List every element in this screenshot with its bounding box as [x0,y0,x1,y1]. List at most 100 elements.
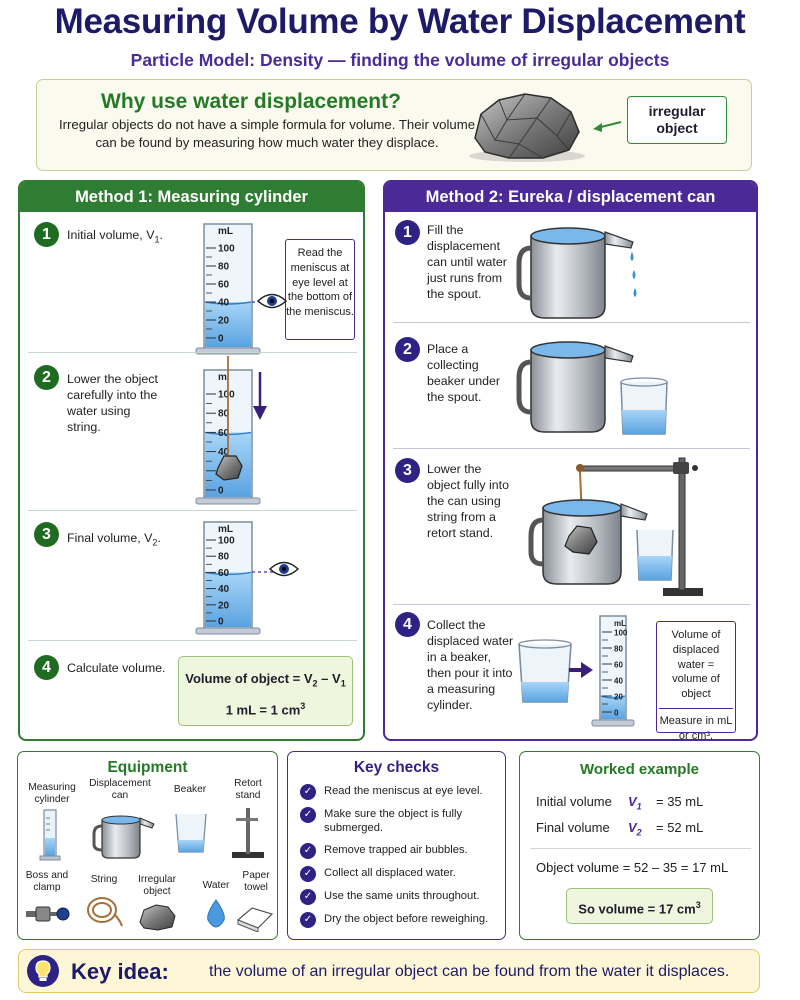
key-idea-banner: Key idea: the volume of an irregular obj… [18,949,760,993]
cylinder-base [195,627,261,635]
m2-step4-text: Collect the displaced water in a beaker,… [427,618,514,712]
displaced-volume-note: Volume of displaced water = volume of ob… [656,621,736,739]
tick-label: 40 [218,298,230,309]
equipment-label: Retort stand [234,778,262,801]
tick-label: 0 [218,486,224,497]
tick-label: 80 [614,645,623,654]
page-title: Measuring Volume by Water Displacement [54,2,746,41]
note-units-text: Measure in mL or cm³. [659,707,733,739]
volume-equation: Volume of object = V2 – V1 [185,671,346,689]
tick-label: 20 [218,600,230,611]
why-title: Why use water displacement? [101,90,401,113]
method1-title: Method 1: Measuring cylinder [20,182,363,212]
step-number: 4 [34,655,59,680]
key-idea-text: the volume of an irregular object can be… [209,963,730,980]
initial-volume-row: Initial volume V1 = 35 mL [536,794,704,812]
step-number: 3 [34,522,59,547]
measuring-cylinder-icon [39,809,61,861]
can-with-beaker-icon [516,341,668,435]
arrow-right-icon [569,662,593,678]
retort-stand-setup-icon [528,457,703,596]
tick-label: 60 [218,280,230,291]
worked-example-section: Worked example Initial volume V1 = 35 mL… [519,751,760,940]
check-icon: ✓ [300,889,316,905]
meniscus-note: Read the meniscus at eye level at the bo… [285,239,355,340]
beaker-icon [175,813,207,853]
water-fill [601,696,625,719]
object-volume-calc: Object volume = 52 – 35 = 17 mL [536,860,729,875]
key-checks-title: Key checks [353,759,440,776]
check-icon: ✓ [300,912,316,928]
final-value: = 52 mL [656,820,704,835]
tick-label: 0 [614,709,619,718]
step-number: 4 [395,612,420,637]
equipment-label: Paper towel [242,870,270,893]
equipment-title: Equipment [107,759,188,776]
cylinder-base [591,719,635,727]
m2-step1-text: Fill the displacement can until water ju… [427,223,507,301]
check-item: ✓Dry the object before reweighing. [300,912,500,928]
tick-label: 60 [614,661,623,670]
final-symbol: V2 [628,820,642,838]
key-checks-section: Key checks ✓Read the meniscus at eye lev… [287,751,506,940]
initial-value: = 35 mL [656,794,704,809]
why-text: Irregular objects do not have a simple f… [58,117,476,150]
tick-label: 40 [218,584,230,595]
check-icon: ✓ [300,807,316,823]
tick-label: 40 [614,677,623,686]
equipment-label: Boss and clamp [25,870,69,893]
unit-label: m [218,372,227,383]
step-number: 1 [34,222,59,247]
eye-icon [256,293,288,309]
meniscus-line [204,571,252,576]
check-item: ✓Use the same units throughout. [300,889,500,905]
water-drop-icon [207,899,225,928]
worked-example-title: Worked example [580,761,699,778]
tick-label: 100 [218,390,235,401]
step-number: 1 [395,220,420,245]
check-item: ✓Collect all displaced water. [300,866,500,882]
page-subtitle: Particle Model: Density — finding the vo… [130,50,670,70]
equipment-label: Beaker [173,784,207,795]
step3-text: Final volume, V2. [67,531,161,548]
check-icon: ✓ [300,866,316,882]
equipment-label: Water [202,880,230,891]
step1-text: Initial volume, V1. [67,228,163,245]
final-volume-row: Final volume V2 = 52 mL [536,820,704,838]
tick-label: 100 [614,629,628,638]
paper-towel-icon [236,907,274,932]
cylinder-base [195,347,261,355]
tick-label: 40 [218,447,230,458]
m2-step2-text: Place a collecting beaker under the spou… [427,342,501,404]
equipment-label: Irregular object [138,874,176,897]
why-section: Why use water displacement? Irregular ob… [36,79,752,171]
tick-label: 20 [218,316,230,327]
displacement-can-icon [92,815,155,859]
arrow-down-icon [253,372,267,420]
unit-label: mL [218,226,233,237]
retort-stand-icon [232,808,264,858]
method1-panel: Method 1: Measuring cylinder 1 Initial v… [18,180,365,741]
check-item: ✓Remove trapped air bubbles. [300,843,500,859]
tick-label: 80 [218,409,230,420]
m2-step3-text: Lower the object fully into the can usin… [427,462,509,540]
answer-box: So volume = 17 cm3 [566,888,713,924]
tick-label: 80 [218,262,230,273]
tick-label: 0 [218,617,224,628]
water-fill [205,302,251,347]
string-icon [87,897,123,927]
unit-conversion: 1 mL = 1 cm3 [225,700,306,717]
tick-label: 100 [218,244,235,255]
check-item: ✓Read the meniscus at eye level. [300,784,500,800]
step-number: 2 [34,365,59,390]
water-fill [205,572,251,627]
tick-label: 60 [218,428,230,439]
initial-symbol: V1 [628,794,642,812]
displacement-can-icon [516,227,637,319]
equipment-label: Measuring cylinder [28,782,76,805]
rock-object [215,455,243,481]
